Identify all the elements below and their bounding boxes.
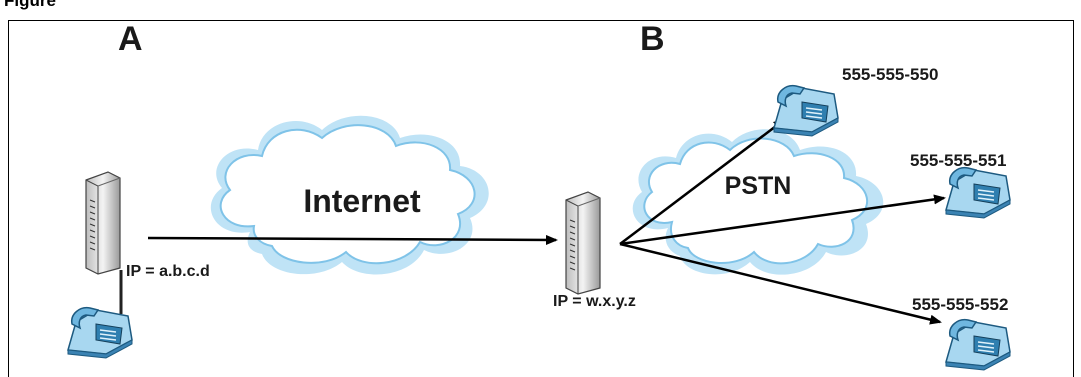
site-b-label: B	[640, 20, 665, 58]
gateway-a-device	[85, 171, 121, 275]
figure-caption: Figure	[4, 0, 56, 10]
site-b-ip: IP = w.x.y.z	[553, 293, 636, 310]
site-a-ip: IP = a.b.c.d	[126, 263, 210, 280]
site-a-label: A	[118, 20, 143, 58]
pstn-arrow-phone-1	[619, 118, 786, 245]
pstn-cloud: PSTN	[632, 129, 884, 275]
phone-3-icon	[945, 318, 1011, 371]
pstn-label: PSTN	[725, 172, 792, 200]
pstn-arrow-phone-2	[619, 194, 946, 246]
internet-link-arrow	[147, 234, 558, 245]
figure-frame	[8, 20, 1074, 377]
phone-1-icon	[773, 84, 839, 137]
pstn-arrow-phone-3	[619, 242, 942, 325]
phone-2-icon	[945, 166, 1011, 219]
phone-2-number: 555-555-551	[910, 151, 1006, 170]
phone-1-number: 555-555-550	[842, 65, 938, 84]
figure-caption-strip: Figure	[0, 0, 1081, 20]
internet-label: Internet	[303, 183, 421, 219]
gateway-b-device	[565, 191, 601, 295]
phone-a-icon	[67, 306, 133, 359]
internet-cloud: Internet	[210, 115, 489, 275]
phone-3-number: 555-555-552	[912, 295, 1008, 314]
